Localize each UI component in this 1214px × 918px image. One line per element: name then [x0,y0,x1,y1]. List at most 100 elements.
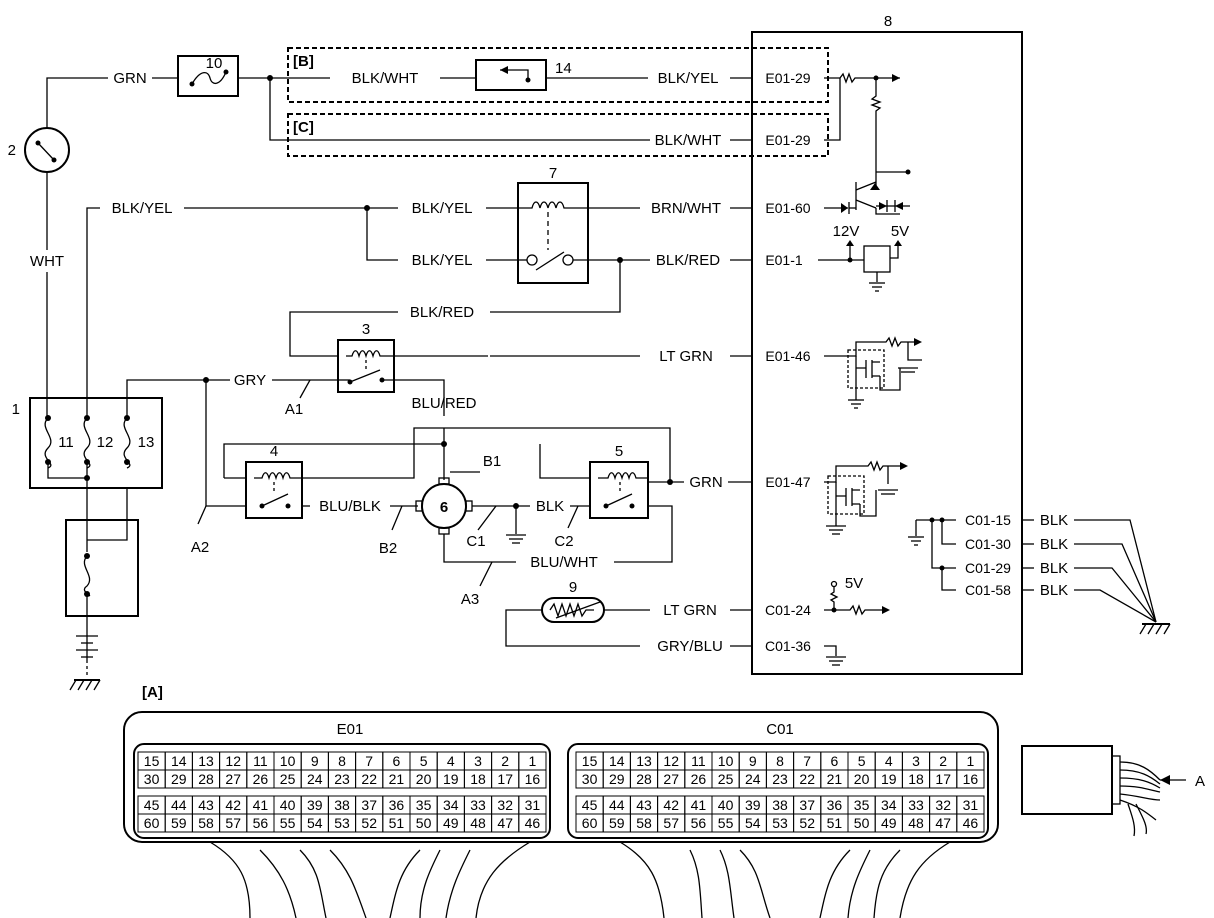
pin-number: 19 [881,771,897,787]
terminal-c01-24: C01-24 [765,602,811,618]
pin-number: 16 [963,771,979,787]
pin-number: 51 [827,815,843,831]
pin-number: 12 [663,753,679,769]
pin-number: 11 [691,753,706,769]
pin-number: 9 [749,753,757,769]
pin-number: 13 [198,753,214,769]
pin-number: 22 [361,771,377,787]
pin-number: 19 [443,771,459,787]
pin-number: 23 [334,771,350,787]
pin-number: 3 [474,753,482,769]
label-blk-red-r7: BLK/RED [656,252,720,269]
pin-number: 57 [663,815,679,831]
pin-number: 27 [663,771,679,787]
pin-number: 42 [663,797,679,813]
pin-number: 40 [280,797,296,813]
pin-number: 28 [198,771,214,787]
pin-number: 18 [908,771,924,787]
terminal-c01-15: C01-15 [965,512,1011,528]
section-c [287,113,829,157]
pin-number: 34 [881,797,897,813]
pin-number: 37 [361,797,377,813]
pin-number: 15 [582,753,598,769]
section-c-label: [C] [293,119,314,136]
pin-number: 22 [799,771,815,787]
pin-number: 23 [772,771,788,787]
pin-number: 8 [338,753,346,769]
e01-title: E01 [337,721,364,738]
pin-number: 6 [831,753,839,769]
relay-5-number: 5 [615,443,623,460]
fuse-12-number: 12 [97,434,114,451]
pin-number: 59 [609,815,625,831]
pin-number: 47 [935,815,951,831]
pin-number: 13 [636,753,652,769]
pin-number: 29 [609,771,625,787]
pin-number: 53 [334,815,350,831]
pin-number: 56 [691,815,707,831]
pin-number: 7 [803,753,811,769]
label-blk-g2: BLK [1040,536,1068,553]
pin-number: 39 [745,797,761,813]
fuse-box-number: 1 [12,401,20,418]
pin-number: 54 [307,815,323,831]
fuse-11-number: 11 [58,434,74,451]
relay-4-number: 4 [270,443,278,460]
pin-number: 24 [307,771,323,787]
label-a1: A1 [285,401,303,418]
label-blk-c1: BLK [536,498,564,515]
label-blu-blk: BLU/BLK [319,498,381,515]
ignition-switch [24,127,70,173]
pin-number: 36 [827,797,843,813]
pin-number: 5 [420,753,428,769]
fuse-10-number: 10 [206,55,223,72]
e01-block [133,743,551,839]
label-a3: A3 [461,591,479,608]
pin-number: 55 [280,815,296,831]
c01-block [567,743,989,839]
wire-grn-top [46,77,108,128]
pin-number: 58 [198,815,214,831]
pin-number: 44 [171,797,187,813]
label-blk-g3: BLK [1040,560,1068,577]
pin-number: 4 [447,753,455,769]
label-blk-yel-left: BLK/YEL [112,200,173,217]
label-lt-grn-24: LT GRN [663,602,717,619]
section-b-label: [B] [293,53,314,70]
pin-number: 49 [881,815,897,831]
pin-number: 58 [636,815,652,831]
label-lt-grn-46: LT GRN [659,348,713,365]
label-b1: B1 [483,453,501,470]
pin-number: 54 [745,815,761,831]
pin-number: 1 [529,753,537,769]
pin-number: 46 [963,815,979,831]
ecm-number: 8 [884,13,892,30]
pin-number: 51 [389,815,405,831]
terminal-e01-29a: E01-29 [765,70,810,86]
pin-number: 7 [365,753,373,769]
switch-number: 2 [8,142,16,159]
c01-title: C01 [766,721,794,738]
pin-number: 48 [470,815,486,831]
pin-number: 31 [525,797,541,813]
pin-number: 45 [582,797,598,813]
label-gry: GRY [234,372,266,389]
component-14-number: 14 [555,60,572,77]
pin-number: 21 [389,771,405,787]
pin-cell [956,769,985,789]
terminal-e01-60: E01-60 [765,200,810,216]
pin-number: 30 [144,771,160,787]
voltage-12v: 12V [833,223,860,240]
pin-number: 25 [718,771,734,787]
pin-cell [956,813,985,833]
label-gry-blu: GRY/BLU [657,638,723,655]
pin-number: 38 [334,797,350,813]
label-c1: C1 [466,533,485,550]
pin-number: 53 [772,815,788,831]
pin-number: 10 [718,753,734,769]
pin-number: 1 [967,753,975,769]
label-brn-wht: BRN/WHT [651,200,721,217]
label-blk-wht-c: BLK/WHT [655,132,722,149]
pin-number: 33 [470,797,486,813]
label-blk-yel-r7a: BLK/YEL [412,200,473,217]
